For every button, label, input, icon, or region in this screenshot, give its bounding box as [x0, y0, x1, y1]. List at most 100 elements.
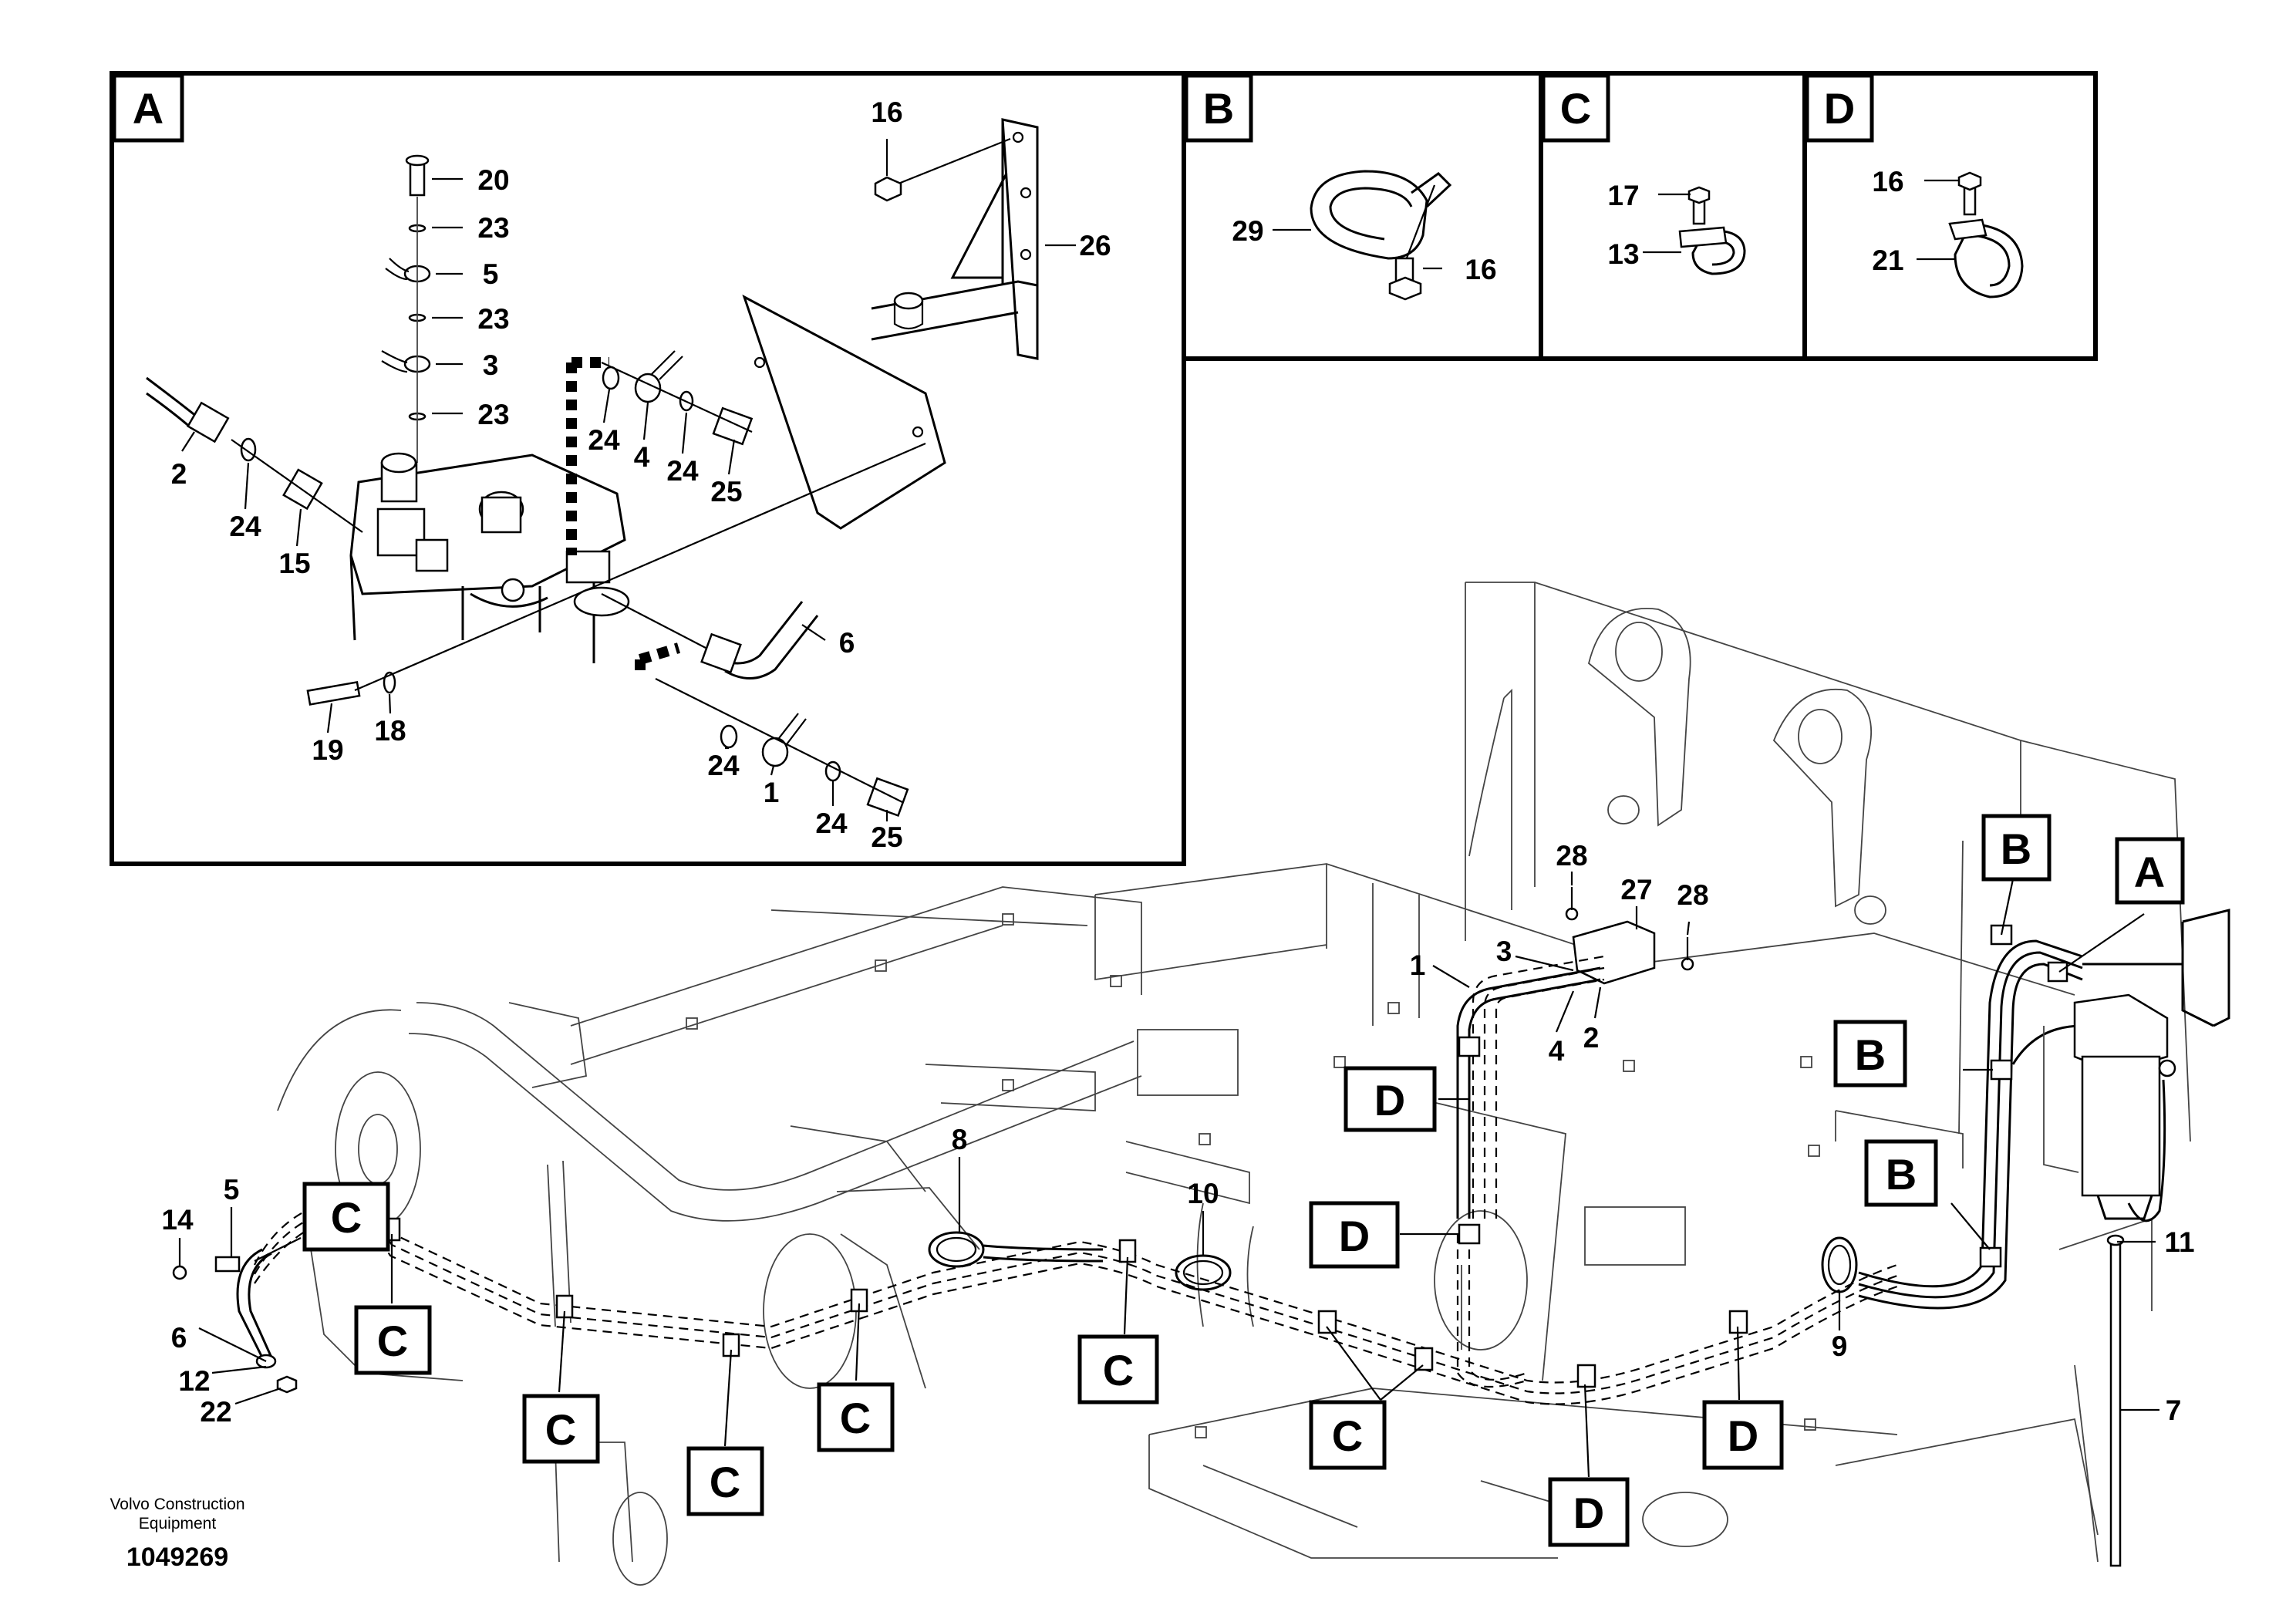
- detail-frames: [110, 71, 2098, 866]
- view-ref-boxes: D D C C C C C C: [302, 814, 2185, 1547]
- callout: 11: [2164, 1226, 2194, 1258]
- svg-text:C: C: [1103, 1346, 1134, 1394]
- svg-text:C: C: [710, 1458, 740, 1506]
- detail-c-drawing: [1643, 186, 1746, 275]
- callout: 16: [1872, 166, 1903, 197]
- callout: 23: [477, 303, 509, 335]
- detail-b-drawing: [1273, 170, 1452, 301]
- callout: 18: [374, 715, 406, 747]
- callout: 28: [1677, 879, 1708, 911]
- panel-tab-A: A: [112, 73, 184, 143]
- frame-drawing: [277, 582, 2191, 1586]
- callout: 2: [1583, 1022, 1600, 1054]
- view-ref-D: D: [1548, 1477, 1630, 1547]
- company-name-line1: Volvo Construction: [110, 1496, 244, 1513]
- callout: 2: [171, 458, 187, 490]
- callout: 21: [1872, 244, 1903, 276]
- callout: 25: [871, 821, 902, 853]
- callout: 27: [1620, 874, 1652, 905]
- callout: 19: [312, 734, 343, 766]
- svg-text:D: D: [1573, 1489, 1604, 1537]
- view-ref-B: B: [1833, 1020, 1907, 1088]
- callout: 24: [229, 511, 261, 542]
- svg-text:C: C: [1332, 1411, 1363, 1460]
- view-ref-A: A: [2115, 837, 2185, 905]
- svg-text:B: B: [2001, 824, 2031, 873]
- callout: 23: [477, 399, 509, 430]
- callout: 3: [483, 349, 499, 381]
- callout: 14: [161, 1204, 194, 1236]
- callout: 5: [224, 1174, 240, 1206]
- view-ref-B: B: [1981, 814, 2052, 882]
- detail-b-callouts: 29 16: [1232, 215, 1496, 285]
- view-ref-C: C: [1309, 1400, 1387, 1470]
- callout: 24: [666, 455, 699, 487]
- callout: 12: [178, 1365, 210, 1397]
- callout: 16: [1465, 254, 1496, 285]
- view-ref-leaders: [254, 878, 2145, 1478]
- svg-text:D: D: [1374, 1076, 1405, 1125]
- svg-text:C: C: [377, 1317, 408, 1365]
- svg-text:C: C: [545, 1405, 576, 1454]
- callout: 6: [171, 1322, 187, 1354]
- callout: 22: [200, 1396, 231, 1428]
- view-ref-D: D: [1344, 1066, 1437, 1132]
- svg-text:C: C: [331, 1193, 362, 1242]
- company-name-line2: Equipment: [139, 1515, 217, 1533]
- view-ref-C: C: [522, 1394, 600, 1464]
- callout: 8: [952, 1124, 968, 1155]
- callout: 15: [278, 548, 310, 579]
- callout: 6: [839, 627, 855, 659]
- hose-routing: [172, 909, 2230, 1567]
- callout: 17: [1607, 180, 1639, 211]
- callout: 23: [477, 212, 509, 244]
- panel-label-B: B: [1203, 84, 1234, 133]
- svg-text:A: A: [2134, 848, 2165, 896]
- drawing-number: 1049269: [126, 1543, 228, 1572]
- panel-tab-C: C: [1541, 73, 1610, 143]
- callout: 29: [1232, 215, 1263, 247]
- view-ref-C: C: [686, 1446, 764, 1516]
- callout: 5: [483, 258, 499, 290]
- callout: 9: [1832, 1330, 1848, 1362]
- panel-tab-D: D: [1805, 73, 1874, 143]
- svg-text:D: D: [1339, 1212, 1370, 1260]
- main-callouts: 28 27 28 1 3 4 2 8 10 14 5 6 12 22 11 7 …: [161, 840, 2194, 1428]
- callout: 7: [2166, 1394, 2182, 1426]
- callout: 1: [1410, 949, 1426, 981]
- callout: 16: [871, 96, 902, 128]
- panel-label-D: D: [1824, 84, 1855, 133]
- main-callout-leaders: [178, 872, 2159, 1411]
- callout: 20: [477, 164, 509, 196]
- view-ref-C: C: [354, 1305, 432, 1375]
- callout: 3: [1496, 936, 1512, 967]
- svg-text:B: B: [1855, 1030, 1886, 1079]
- svg-text:D: D: [1728, 1411, 1758, 1460]
- view-ref-B: B: [1864, 1139, 1938, 1207]
- detail-d-drawing: [1917, 171, 2024, 298]
- view-ref-C: C: [302, 1182, 390, 1252]
- callout: 4: [1549, 1035, 1565, 1067]
- view-ref-D: D: [1702, 1400, 1784, 1470]
- callout: 4: [634, 441, 650, 473]
- panel-label-C: C: [1560, 84, 1591, 133]
- callout: 1: [764, 777, 780, 808]
- svg-text:C: C: [840, 1394, 871, 1442]
- view-ref-C: C: [1077, 1334, 1159, 1404]
- detail-a-callouts: 16 20 23 5 23 3 23 26 2 24 15 24 4 24 25…: [171, 96, 1111, 853]
- callout: 28: [1556, 840, 1587, 872]
- callout: 10: [1187, 1178, 1219, 1209]
- panel-tab-B: B: [1184, 73, 1253, 143]
- detail-d-callouts: 16 21: [1872, 166, 1903, 276]
- callout: 13: [1607, 238, 1639, 270]
- svg-text:B: B: [1886, 1150, 1917, 1199]
- callout: 26: [1079, 230, 1111, 261]
- panel-label-A: A: [133, 84, 164, 133]
- callout: 25: [710, 476, 742, 508]
- detail-c-callouts: 17 13: [1607, 180, 1639, 270]
- detail-a-drawing: [146, 118, 1076, 821]
- callout: 24: [588, 424, 620, 456]
- callout: 24: [815, 808, 848, 839]
- callout: 24: [707, 750, 740, 781]
